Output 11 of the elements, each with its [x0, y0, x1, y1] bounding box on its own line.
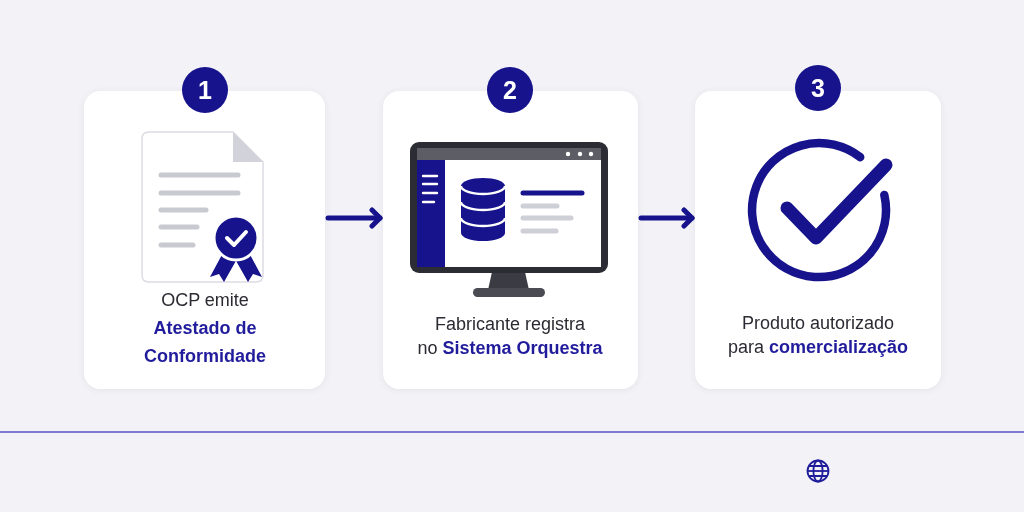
step-description: OCP emite Atestado de Conformidade	[144, 289, 266, 368]
step-description: Produto autorizado para comercialização	[727, 312, 909, 359]
arrow	[325, 207, 383, 229]
step-description: Fabricante registra no Sistema Orquestra	[417, 313, 603, 360]
step-number: 3	[811, 75, 825, 101]
step-number-badge	[795, 65, 841, 111]
step-number-badge	[182, 67, 228, 113]
step-number-badge	[487, 67, 533, 113]
step-number: 2	[503, 77, 517, 103]
step-number: 1	[198, 77, 212, 103]
arrow	[638, 207, 695, 229]
